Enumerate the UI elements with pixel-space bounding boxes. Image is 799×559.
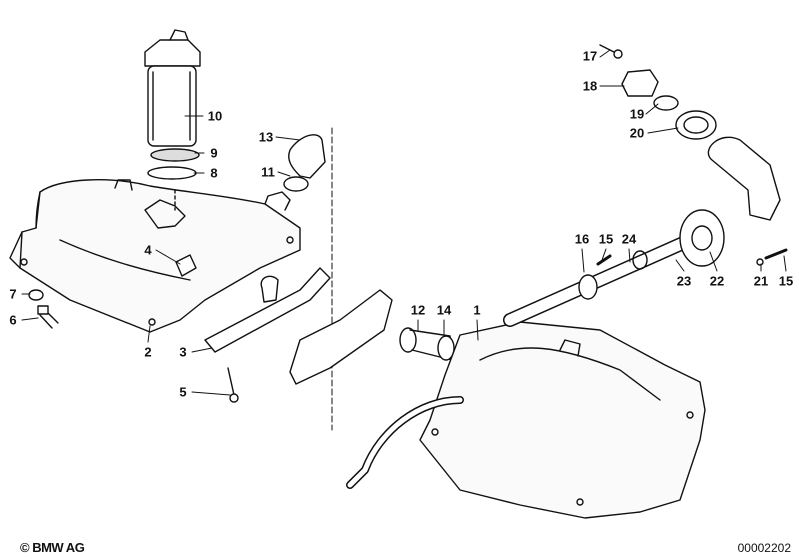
callout-label: 13 <box>258 129 274 145</box>
callout-label: 12 <box>410 302 426 318</box>
leader-lines <box>21 49 787 396</box>
callout-label: 24 <box>621 231 637 247</box>
callout-label: 14 <box>436 302 452 318</box>
callout-label: 11 <box>261 164 275 180</box>
fuel-pump-sender <box>144 29 201 147</box>
filler-cap <box>621 69 659 97</box>
callout-label: 23 <box>676 273 692 289</box>
copyright-label: © BMW AG <box>20 540 85 555</box>
key <box>599 44 615 53</box>
callout-label: 1 <box>473 302 481 318</box>
diagram-number: 00002202 <box>737 541 791 555</box>
callout-label: 5 <box>179 384 187 400</box>
callout-label: 22 <box>709 273 725 289</box>
callout-label: 19 <box>629 106 645 122</box>
filler-flange <box>679 209 725 267</box>
callout-label: 2 <box>144 344 152 360</box>
callout-label: 15 <box>598 231 614 247</box>
connecting-pipe <box>399 327 455 361</box>
left-fuel-tank <box>9 179 301 333</box>
callout-label: 15 <box>778 273 794 289</box>
right-fuel-tank <box>346 321 706 519</box>
callout-label: 16 <box>574 231 590 247</box>
callout-label: 3 <box>179 344 187 360</box>
callout-label: 10 <box>207 108 223 124</box>
callout-label: 9 <box>210 145 218 161</box>
callout-label: 7 <box>9 286 17 302</box>
callout-label: 18 <box>582 78 598 94</box>
callout-label: 6 <box>9 312 17 328</box>
bracket <box>204 267 393 385</box>
callout-label: 4 <box>144 242 152 258</box>
callout-label: 21 <box>753 273 769 289</box>
vent-hose <box>283 134 326 192</box>
callout-label: 8 <box>210 165 218 181</box>
screw-5 <box>227 367 235 396</box>
callout-label: 20 <box>629 125 645 141</box>
lock-ring-8 <box>147 166 197 180</box>
callout-label: 17 <box>582 48 598 64</box>
gasket-ring-9 <box>150 148 200 162</box>
